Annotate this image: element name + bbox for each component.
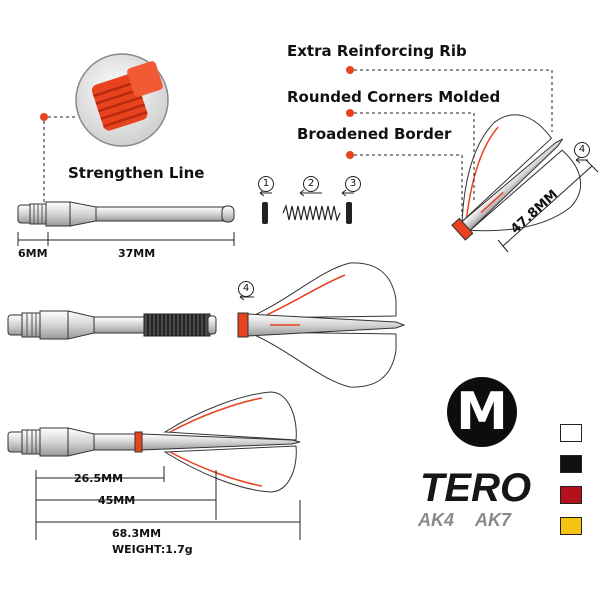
part-number-1: 1 — [258, 176, 274, 192]
color-swatch-red — [560, 486, 582, 504]
dimension-top — [17, 232, 235, 246]
step-marker-top-right: 4 — [574, 142, 590, 158]
shaft-middle — [7, 310, 217, 340]
model-ak7: AK7 — [475, 510, 512, 530]
brand-logo-tero: TERO — [420, 466, 532, 510]
dim-68-3mm: 68.3MM — [112, 527, 162, 540]
part-number-2: 2 — [303, 176, 319, 192]
color-swatch-black — [560, 455, 582, 473]
spring-parts — [259, 189, 354, 224]
shaft-top — [17, 201, 235, 227]
dart-assembled — [7, 391, 301, 493]
part-number-3: 3 — [345, 176, 361, 192]
callout-broadened-border: Broadened Border — [297, 125, 452, 143]
color-swatch-yellow — [560, 517, 582, 535]
dim-26-5mm: 26.5MM — [74, 472, 124, 485]
dim-37mm: 37MM — [118, 247, 156, 260]
step-marker-middle: 4 — [238, 281, 254, 297]
flight-angled — [451, 114, 582, 241]
size-badge: M — [447, 377, 517, 447]
zoom-thread-detail — [75, 53, 169, 147]
callout-reinforcing-rib: Extra Reinforcing Rib — [287, 42, 467, 60]
callout-strengthen-line: Strengthen Line — [68, 164, 205, 182]
callout-rounded-corners: Rounded Corners Molded — [287, 88, 501, 106]
color-swatch-white — [560, 424, 582, 442]
weight-label: WEIGHT:1.7g — [112, 543, 193, 556]
callout-leaders — [354, 69, 553, 216]
dim-6mm: 6MM — [18, 247, 48, 260]
model-ak4: AK4 — [418, 510, 455, 530]
size-badge-letter: M — [456, 382, 508, 442]
dim-45mm: 45MM — [98, 494, 136, 507]
dimension-diagonal — [497, 159, 599, 253]
flight-middle — [237, 262, 406, 388]
strengthen-leader — [40, 113, 76, 205]
dimension-bottom — [35, 466, 301, 540]
